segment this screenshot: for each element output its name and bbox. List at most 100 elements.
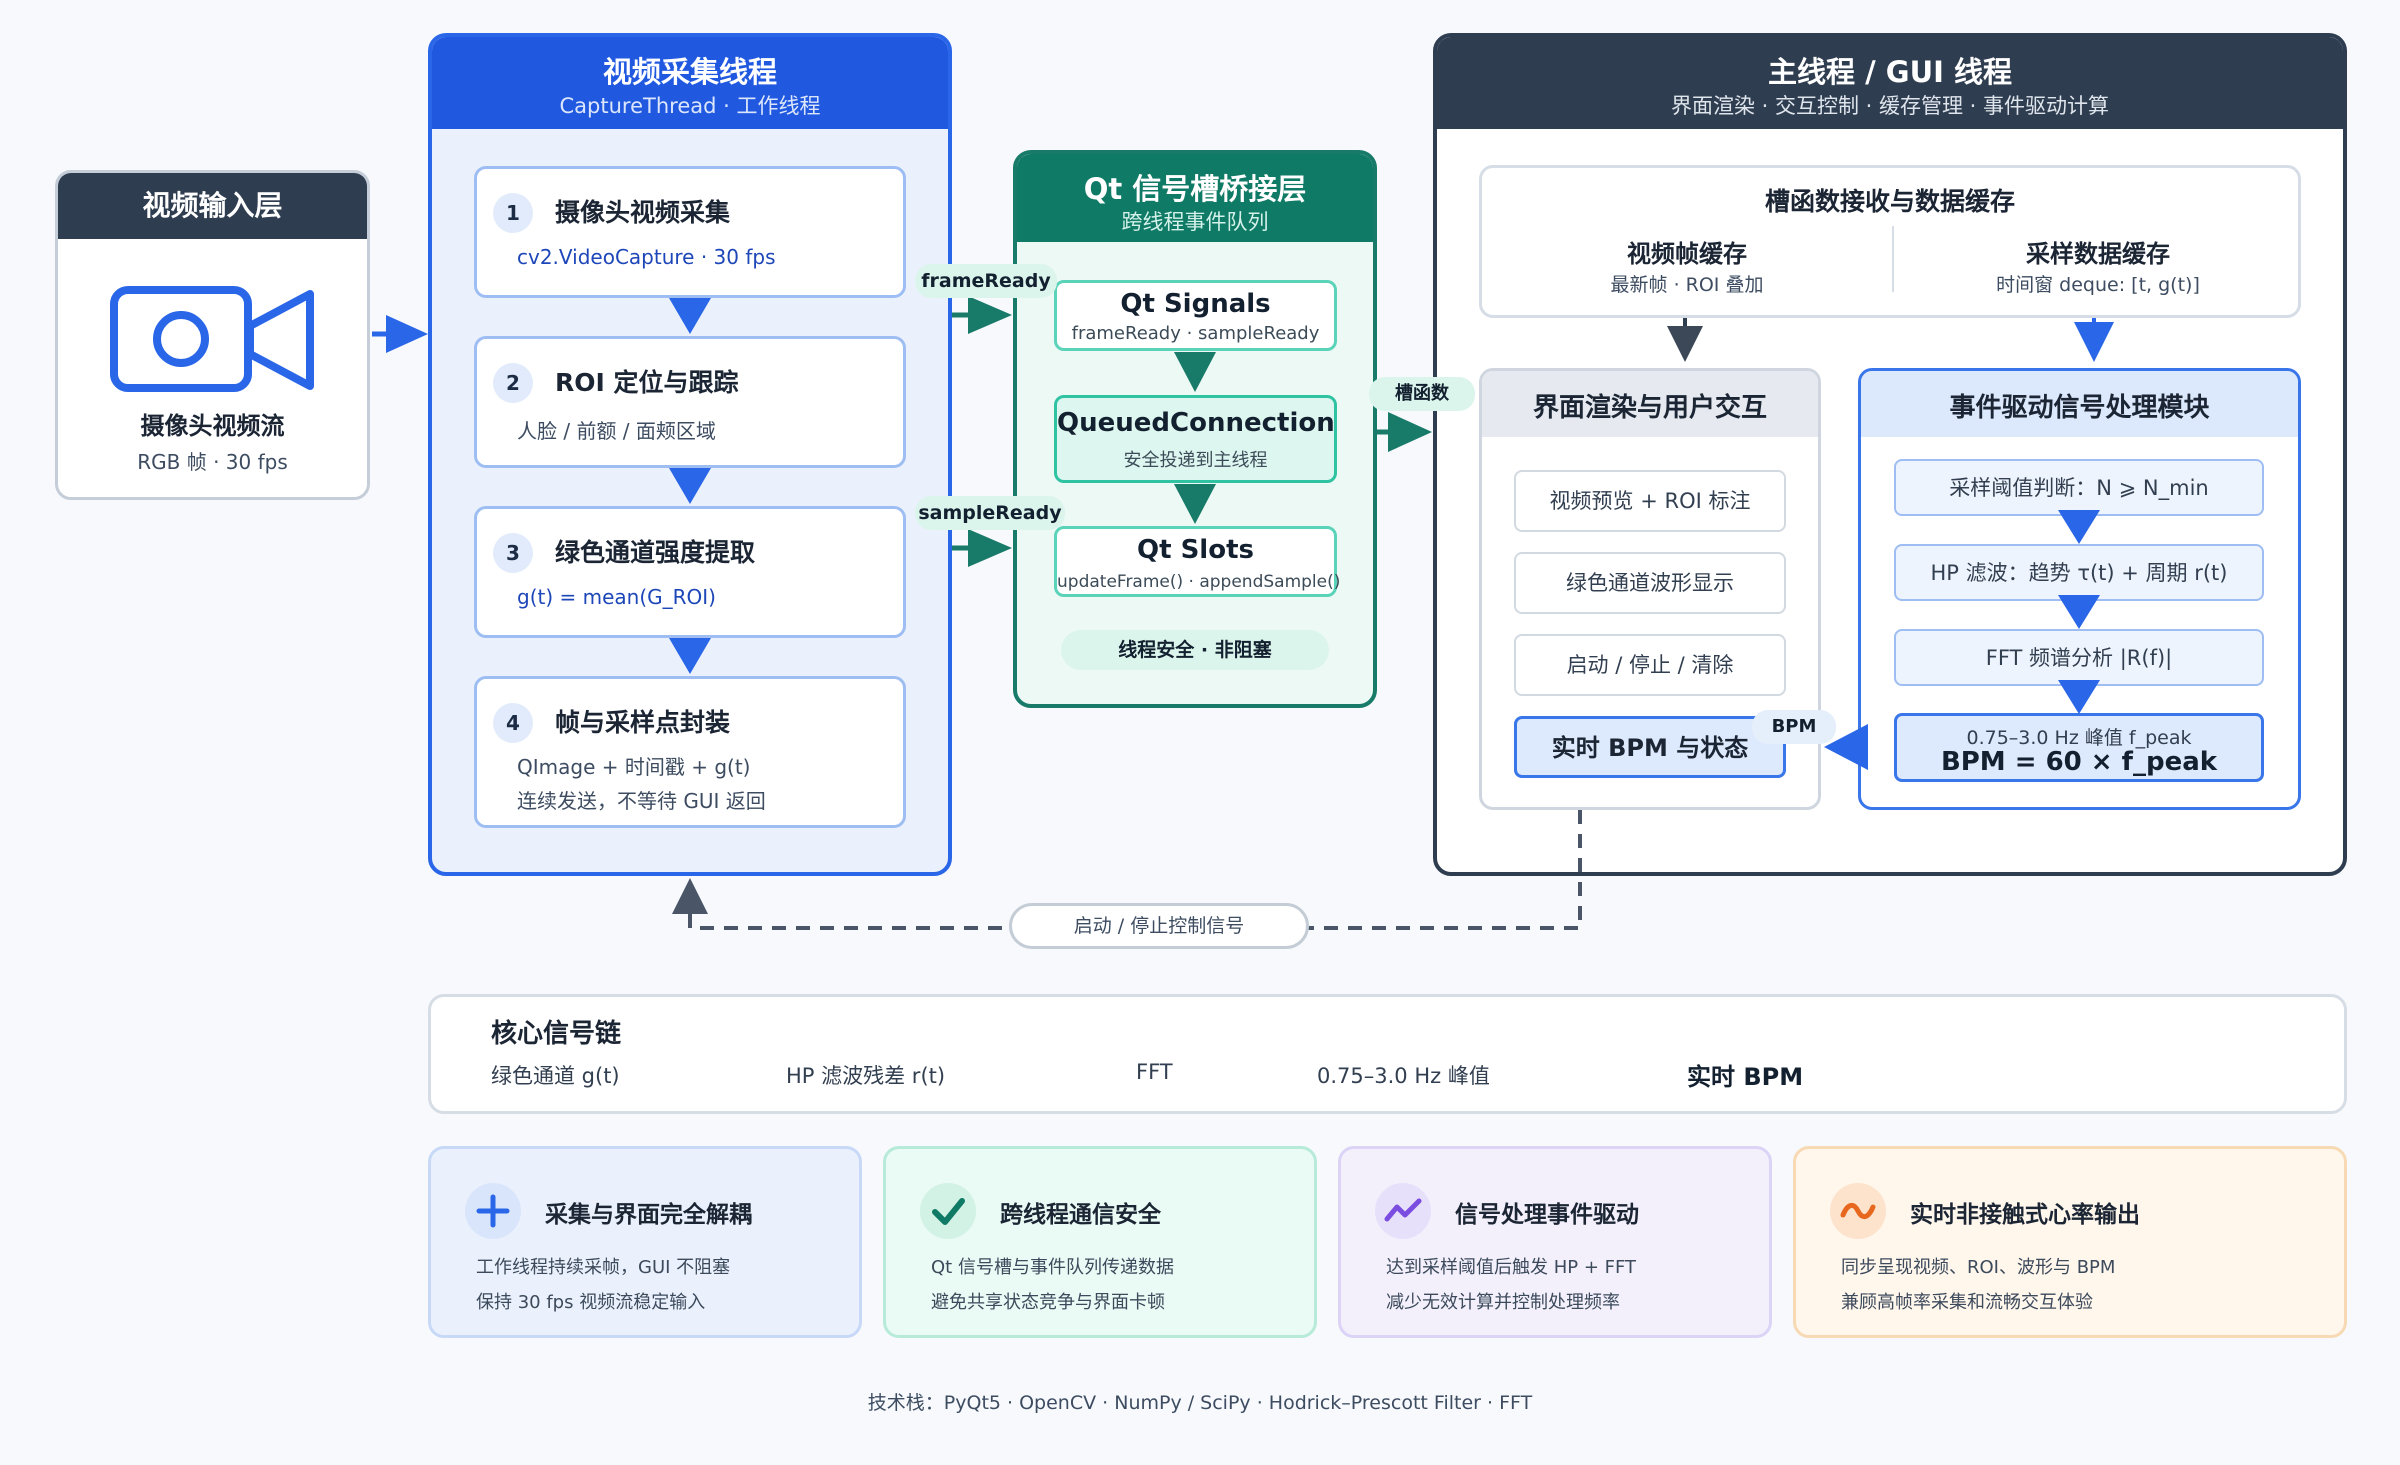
card-line: 减少无效计算并控制处理频率 (1386, 1292, 1620, 1313)
ui-item-preview: 视频预览 + ROI 标注 (1514, 470, 1786, 532)
input-title: 摄像头视频流 (140, 412, 285, 440)
queued-connection-box: QueuedConnection 安全投递到主线程 (1054, 395, 1337, 483)
arrow-input-capture (386, 315, 428, 353)
arrow-sample-ready (968, 529, 1012, 567)
qt-slots-title: Qt Slots (1137, 535, 1254, 565)
control-signal-label: 启动 / 停止控制信号 (1009, 903, 1309, 949)
capture-step-3: 3 绿色通道强度提取 g(t) = mean(G_ROI) (474, 506, 906, 638)
card-line: 避免共享状态竞争与界面卡顿 (931, 1292, 1165, 1313)
sp-item-threshold: 采样阈值判断：N ⩾ N_min (1894, 459, 2264, 516)
arrow-frame-ready (968, 296, 1012, 334)
input-layer-header: 视频输入层 (58, 173, 367, 239)
cache-divider (1892, 226, 1894, 292)
step-detail: 连续发送，不等待 GUI 返回 (517, 789, 766, 813)
card-line: 保持 30 fps 视频流稳定输入 (476, 1292, 706, 1313)
step-number: 1 (493, 193, 533, 233)
card-title: 信号处理事件驱动 (1455, 1202, 1639, 1228)
card-line: Qt 信号槽与事件队列传递数据 (931, 1257, 1174, 1278)
camera-icon (110, 286, 314, 392)
qt-slots-sub: updateFrame() · appendSample() (1057, 572, 1341, 592)
ui-item-controls: 启动 / 停止 / 清除 (1514, 634, 1786, 696)
thread-safe-pill: 线程安全 · 非阻塞 (1061, 630, 1329, 670)
arrow-step-3-4 (669, 638, 711, 674)
ui-render-header: 界面渲染与用户交互 (1482, 371, 1818, 437)
chain-item-bpm: 实时 BPM (1687, 1063, 1804, 1091)
card-line: 达到采样阈值后触发 HP + FFT (1386, 1257, 1637, 1278)
capture-step-4: 4 帧与采样点封装 QImage + 时间戳 + g(t) 连续发送，不等待 G… (474, 676, 906, 828)
feature-card-thread-safety: 跨线程通信安全 Qt 信号槽与事件队列传递数据 避免共享状态竞争与界面卡顿 (883, 1146, 1317, 1338)
frame-ready-label: frameReady (915, 264, 1057, 298)
step-detail: 人脸 / 前额 / 面颊区域 (517, 419, 716, 443)
arrow-threshold-hp (2058, 510, 2100, 544)
main-thread-header: 主线程 / GUI 线程 界面渲染 · 交互控制 · 缓存管理 · 事件驱动计算 (1437, 37, 2343, 129)
signal-processing-title: 事件驱动信号处理模块 (1949, 393, 2210, 423)
tech-stack-footer: 技术栈：PyQt5 · OpenCV · NumPy / SciPy · Hod… (867, 1392, 1533, 1414)
capture-thread-subtitle: CaptureThread · 工作线程 (559, 94, 821, 118)
qt-slots-box: Qt Slots updateFrame() · appendSample() (1054, 526, 1341, 597)
bpm-label: BPM (1752, 710, 1836, 744)
sp-item-hp-filter: HP 滤波：趋势 τ(t) + 周期 r(t) (1894, 544, 2264, 601)
card-title: 采集与界面完全解耦 (545, 1202, 752, 1228)
chain-title: 核心信号链 (491, 1019, 622, 1049)
arrow-control-signal (672, 878, 708, 914)
arrow-step-2-3 (669, 468, 711, 504)
card-line: 工作线程持续采帧，GUI 不阻塞 (476, 1257, 731, 1278)
capture-step-1: 1 摄像头视频采集 cv2.VideoCapture · 30 fps (474, 166, 906, 298)
card-line: 同步呈现视频、ROI、波形与 BPM (1841, 1257, 2116, 1278)
queued-connection-sub: 安全投递到主线程 (1123, 450, 1268, 471)
capture-thread-title: 视频采集线程 (602, 55, 777, 89)
step-number: 2 (493, 363, 533, 403)
arrow-queued-slots (1174, 484, 1216, 524)
qt-bridge-header: Qt 信号槽桥接层 跨线程事件队列 (1017, 154, 1373, 242)
ui-item-bpm-status: 实时 BPM 与状态 (1514, 716, 1786, 778)
frame-cache-title: 视频帧缓存 (1627, 240, 1747, 268)
qt-signals-box: Qt Signals frameReady · sampleReady (1054, 280, 1337, 351)
card-title: 跨线程通信安全 (1000, 1202, 1161, 1228)
qt-bridge-title: Qt 信号槽桥接层 (1083, 172, 1307, 206)
step-detail: g(t) = mean(G_ROI) (517, 585, 716, 609)
card-title: 实时非接触式心率输出 (1910, 1202, 2140, 1228)
main-thread-subtitle: 界面渲染 · 交互控制 · 缓存管理 · 事件驱动计算 (1670, 94, 2110, 118)
capture-step-2: 2 ROI 定位与跟踪 人脸 / 前额 / 面颊区域 (474, 336, 906, 468)
step-number: 4 (493, 703, 533, 743)
bpm-formula: BPM = 60 × f_peak (1940, 747, 2218, 777)
ui-render-title: 界面渲染与用户交互 (1532, 393, 1767, 423)
sample-cache-sub: 时间窗 deque: [t, g(t)] (1996, 274, 2200, 296)
check-icon (920, 1183, 976, 1239)
arrow-bpm-feedback (1824, 724, 1868, 770)
step-number: 3 (493, 533, 533, 573)
arrow-frame-cache-ui (1667, 326, 1703, 362)
signal-processing-header: 事件驱动信号处理模块 (1861, 371, 2298, 437)
frame-cache-sub: 最新帧 · ROI 叠加 (1610, 274, 1764, 296)
arrow-step-1-2 (669, 298, 711, 334)
slot-cache-title: 槽函数接收与数据缓存 (1764, 187, 2015, 216)
sample-ready-label: sampleReady (915, 496, 1065, 530)
plus-icon (465, 1183, 521, 1239)
ui-item-waveform: 绿色通道波形显示 (1514, 552, 1786, 614)
slot-fn-label: 槽函数 (1369, 377, 1475, 411)
chain-item-peak: 0.75–3.0 Hz 峰值 (1317, 1064, 1490, 1088)
feature-card-decoupling: 采集与界面完全解耦 工作线程持续采帧，GUI 不阻塞 保持 30 fps 视频流… (428, 1146, 862, 1338)
arrow-fft-bpm (2058, 680, 2100, 714)
trend-icon (1375, 1183, 1431, 1239)
card-line: 兼顾高帧率采集和流畅交互体验 (1841, 1292, 2093, 1313)
feature-card-event-driven: 信号处理事件驱动 达到采样阈值后触发 HP + FFT 减少无效计算并控制处理频… (1338, 1146, 1772, 1338)
step-title: 绿色通道强度提取 (555, 538, 756, 567)
qt-signals-sub: frameReady · sampleReady (1071, 323, 1320, 344)
sp-item-fft: FFT 频谱分析 |R(f)| (1894, 629, 2264, 686)
arrow-hp-fft (2058, 595, 2100, 629)
step-detail: QImage + 时间戳 + g(t) (517, 755, 751, 779)
input-layer-panel: 视频输入层 摄像头视频流 RGB 帧 · 30 fps (55, 170, 370, 500)
arrow-sample-cache-sp (2074, 322, 2114, 362)
sample-cache-title: 采样数据缓存 (2026, 240, 2170, 268)
wave-icon (1830, 1183, 1886, 1239)
chain-item-fft: FFT (1136, 1060, 1173, 1084)
chain-item-hp: HP 滤波残差 r(t) (786, 1064, 946, 1088)
capture-thread-header: 视频采集线程 CaptureThread · 工作线程 (432, 37, 948, 129)
step-title: ROI 定位与跟踪 (555, 368, 739, 397)
sp-item-bpm-calc: 0.75–3.0 Hz 峰值 f_peak BPM = 60 × f_peak (1894, 713, 2264, 782)
qt-bridge-subtitle: 跨线程事件队列 (1121, 210, 1269, 234)
step-detail: cv2.VideoCapture · 30 fps (517, 245, 776, 269)
main-thread-title: 主线程 / GUI 线程 (1767, 55, 2013, 89)
arrow-slot-fn (1388, 412, 1432, 452)
